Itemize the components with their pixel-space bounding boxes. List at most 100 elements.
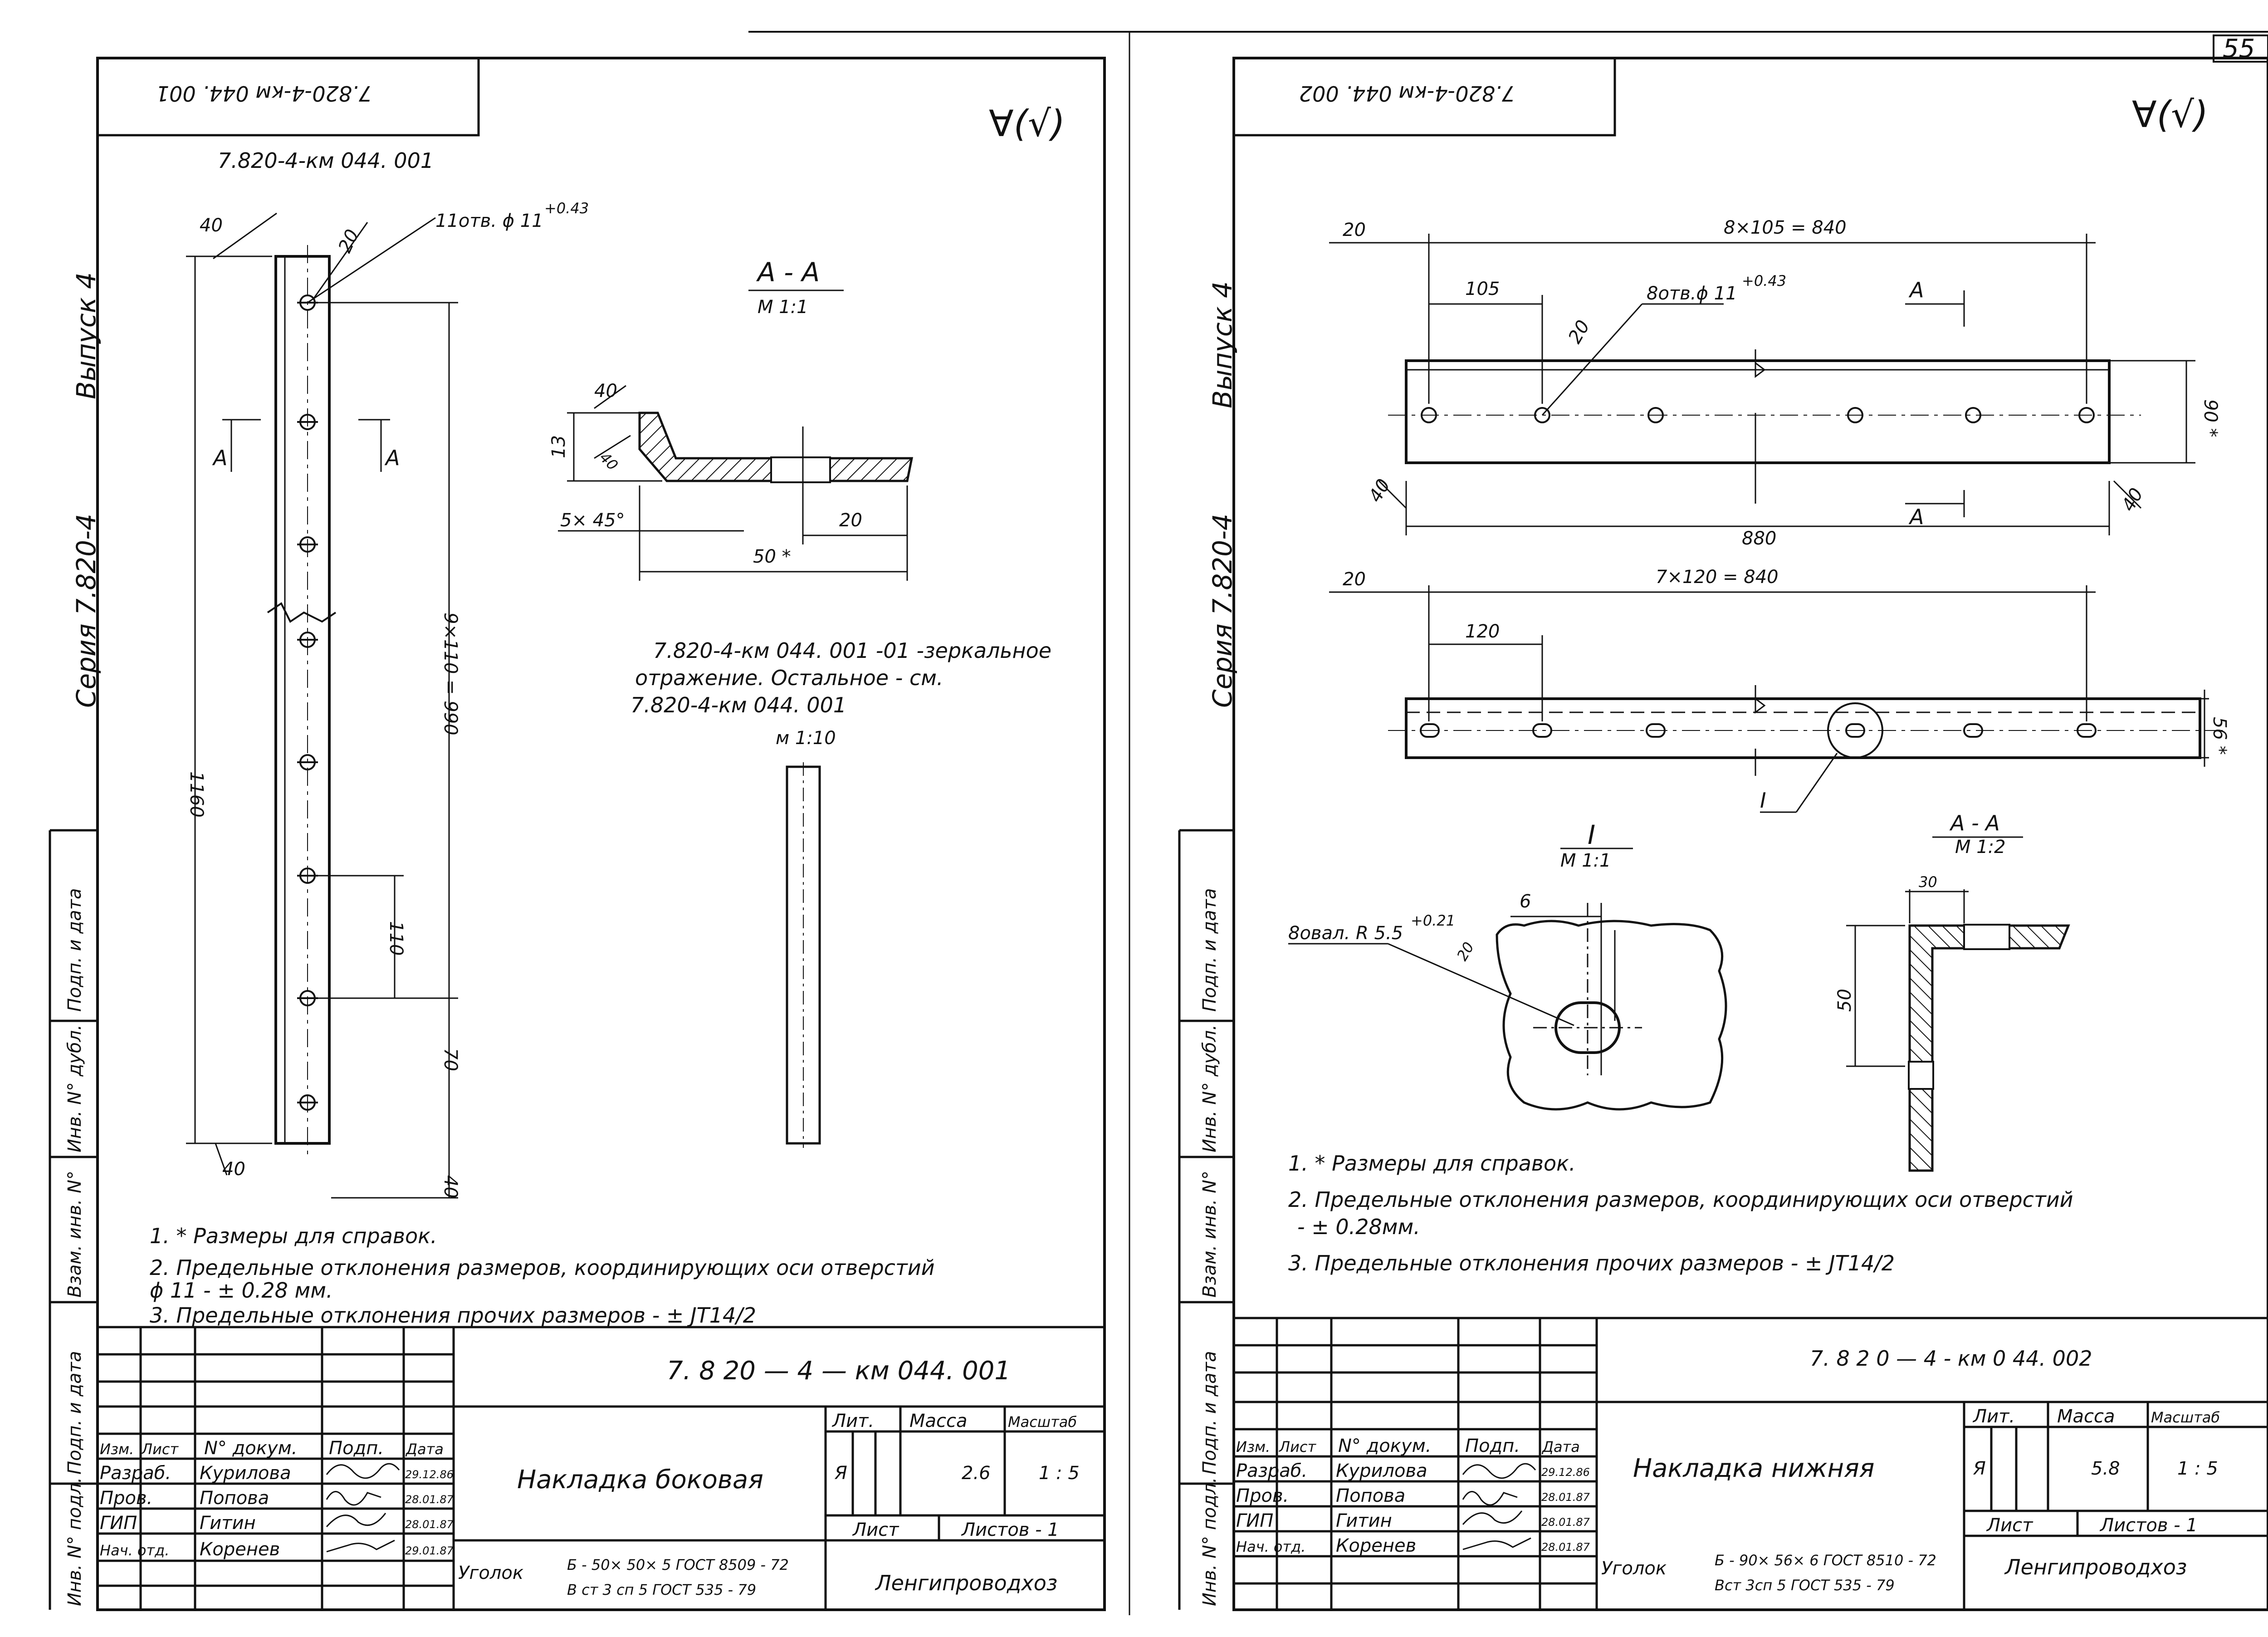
right-note-3: 3. Предельные отклонения прочих размеров… — [1288, 1251, 1895, 1275]
right-sheets-label: Листов - 1 — [2099, 1515, 2198, 1536]
left-part-name: Накладка боковая — [517, 1465, 763, 1495]
left-dim-70: 70 — [440, 1048, 461, 1071]
right-signatures — [1462, 1463, 1536, 1550]
left-dim-20-top: 20 — [334, 226, 363, 256]
left-mirror-note-3: 7.820-4-км 044. 001 — [631, 693, 846, 717]
left-section-scale: М 1:1 — [758, 297, 808, 318]
right-tb-col-0: Изм. — [1236, 1438, 1270, 1456]
right-material-label: Уголок — [1601, 1558, 1667, 1579]
right-top-sec-a-bottom: А — [1908, 505, 1924, 529]
right-note-2: 2. Предельные отклонения размеров, коорд… — [1288, 1187, 2073, 1212]
left-tb-role-1: Пров. — [100, 1488, 152, 1509]
right-front-detail: I — [1760, 788, 1766, 813]
left-side-label-2: Взам. инв. N° — [64, 1171, 85, 1298]
left-tb-name-2: Гитин — [200, 1513, 256, 1534]
left-section-shape — [638, 412, 914, 482]
left-section-title: А - А — [756, 257, 820, 288]
right-tb-col-2: N° докум. — [1338, 1436, 1432, 1456]
left-tb-role-0: Разраб. — [100, 1463, 171, 1484]
left-sheet: 7.820-4-км 044. 001 7.820-4-км 044. 001 … — [49, 57, 1106, 1611]
left-tb-date-2: 28.01.87 — [405, 1518, 454, 1531]
left-section-d20: 20 — [839, 510, 862, 531]
right-tb-role-1: Пров. — [1236, 1485, 1289, 1506]
left-series-label: Серия 7.820-4 — [71, 514, 102, 708]
right-section-hole-h — [1963, 924, 2010, 950]
left-mass-value: 2.6 — [962, 1463, 991, 1484]
right-tb-date-2: 28.01.87 — [1541, 1516, 1590, 1529]
left-section-chamfer: 5× 45° — [560, 510, 625, 531]
left-side-label-1: Инв. N° дубл. — [64, 1024, 85, 1152]
right-side-label-4: Инв. N° подл. — [1199, 1477, 1220, 1606]
right-note-2b: - ± 0.28мм. — [1297, 1215, 1420, 1239]
left-scale-value: 1 : 5 — [1039, 1463, 1080, 1484]
left-material-2: В ст 3 сп 5 ГОСТ 535 - 79 — [567, 1581, 756, 1598]
right-top-d40-left: 40 — [1365, 475, 1394, 506]
right-tb-date-0: 29.12.86 — [1541, 1466, 1590, 1479]
left-section-hole — [770, 456, 831, 483]
right-doc-code: 7. 8 2 0 — 4 - км 0 44. 002 — [1810, 1346, 2092, 1371]
left-mirror-scale: м 1:10 — [776, 728, 836, 749]
right-front-d56: 56 * — [2209, 717, 2230, 755]
left-mirror-note-1: 7.820-4-км 044. 001 -01 -зеркальное — [653, 638, 1051, 663]
right-top-d90: 90 * — [2200, 399, 2221, 437]
left-binding-strip — [49, 829, 99, 1610]
right-tb-col-1: Лист — [1279, 1438, 1316, 1456]
right-tb-date-3: 28.01.87 — [1541, 1541, 1590, 1554]
right-top-d105: 105 — [1465, 279, 1500, 299]
left-tb-date-1: 28.01.87 — [405, 1493, 454, 1506]
right-lit-value: Я — [1973, 1458, 1986, 1479]
right-section-d30: 30 — [1919, 873, 1937, 891]
right-detail-slots: 8овал. R 5.5 — [1288, 923, 1403, 944]
left-side-label-4: Инв. N° подл. — [64, 1477, 85, 1606]
left-dim-40-bottom-right: 40 — [440, 1175, 461, 1198]
right-top-holes-tol: +0.43 — [1742, 272, 1786, 289]
page-number-box — [2213, 34, 2268, 63]
left-dim-110: 110 — [386, 921, 406, 956]
right-top-d880: 880 — [1742, 528, 1776, 549]
right-tb-name-1: Попова — [1336, 1485, 1405, 1506]
right-section-shape — [1908, 924, 2070, 1172]
left-tb-col-4: Дата — [405, 1441, 444, 1458]
right-tb-role-0: Разраб. — [1236, 1461, 1307, 1481]
right-side-label-0: Подп. и дата — [1199, 888, 1220, 1012]
right-title-block — [1232, 1317, 2268, 1611]
right-front-view — [1388, 685, 2223, 776]
right-top-view — [1388, 349, 2141, 504]
right-tb-role-3: Нач. отд. — [1236, 1538, 1305, 1555]
right-section-d50: 50 — [1834, 989, 1855, 1012]
left-lit-value: Я — [834, 1463, 847, 1484]
right-tb-col-3: Подп. — [1465, 1436, 1520, 1456]
left-holes-tol: +0.43 — [544, 200, 589, 217]
left-note-2: 2. Предельные отклонения размеров, коорд… — [150, 1255, 935, 1280]
left-note-2b: ϕ 11 - ± 0.28 мм. — [150, 1278, 333, 1303]
right-section-dims — [1846, 889, 1969, 1067]
right-detail-d20: 20 — [1453, 939, 1477, 964]
left-section-d13: 13 — [548, 435, 569, 458]
left-section-mark-a-left: А — [212, 446, 227, 470]
right-detail-scale: М 1:1 — [1560, 850, 1611, 871]
left-note-1: 1. * Размеры для справок. — [150, 1224, 437, 1248]
left-stamp-box — [96, 57, 480, 137]
left-header-code: 7.820-4-км 044. 001 — [218, 148, 434, 173]
right-detail-d6: 6 — [1520, 891, 1531, 912]
left-mass-label: Масса — [909, 1411, 968, 1431]
right-stamp-box — [1232, 57, 1616, 137]
left-roughness: ∀(√) — [989, 103, 1065, 145]
right-part-name: Накладка нижняя — [1633, 1454, 1874, 1483]
right-scale-label: Масштаб — [2151, 1409, 2220, 1426]
left-tb-col-0: Изм. — [100, 1441, 134, 1458]
right-section-scale: М 1:2 — [1955, 837, 2006, 858]
right-top-total: 8×105 = 840 — [1724, 217, 1847, 238]
left-note-3: 3. Предельные отклонения прочих размеров… — [150, 1303, 756, 1328]
left-mirror-note-2: отражение. Остальное - см. — [635, 666, 943, 690]
right-front-d20: 20 — [1343, 569, 1366, 590]
left-doc-code: 7. 8 20 — 4 — км 044. 001 — [667, 1356, 1011, 1386]
left-tb-col-1: Лист — [141, 1441, 179, 1458]
right-section-hole-v — [1908, 1061, 1934, 1090]
left-tb-col-2: N° докум. — [204, 1438, 298, 1459]
right-detail-dims — [1288, 903, 1642, 1075]
left-side-label-3: Подп. и дата — [64, 1351, 85, 1475]
left-tb-role-3: Нач. отд. — [100, 1542, 169, 1559]
right-top-d20b: 20 — [1564, 317, 1594, 347]
left-stamp-mirrored: 7.820-4-км 044. 001 — [156, 81, 372, 106]
